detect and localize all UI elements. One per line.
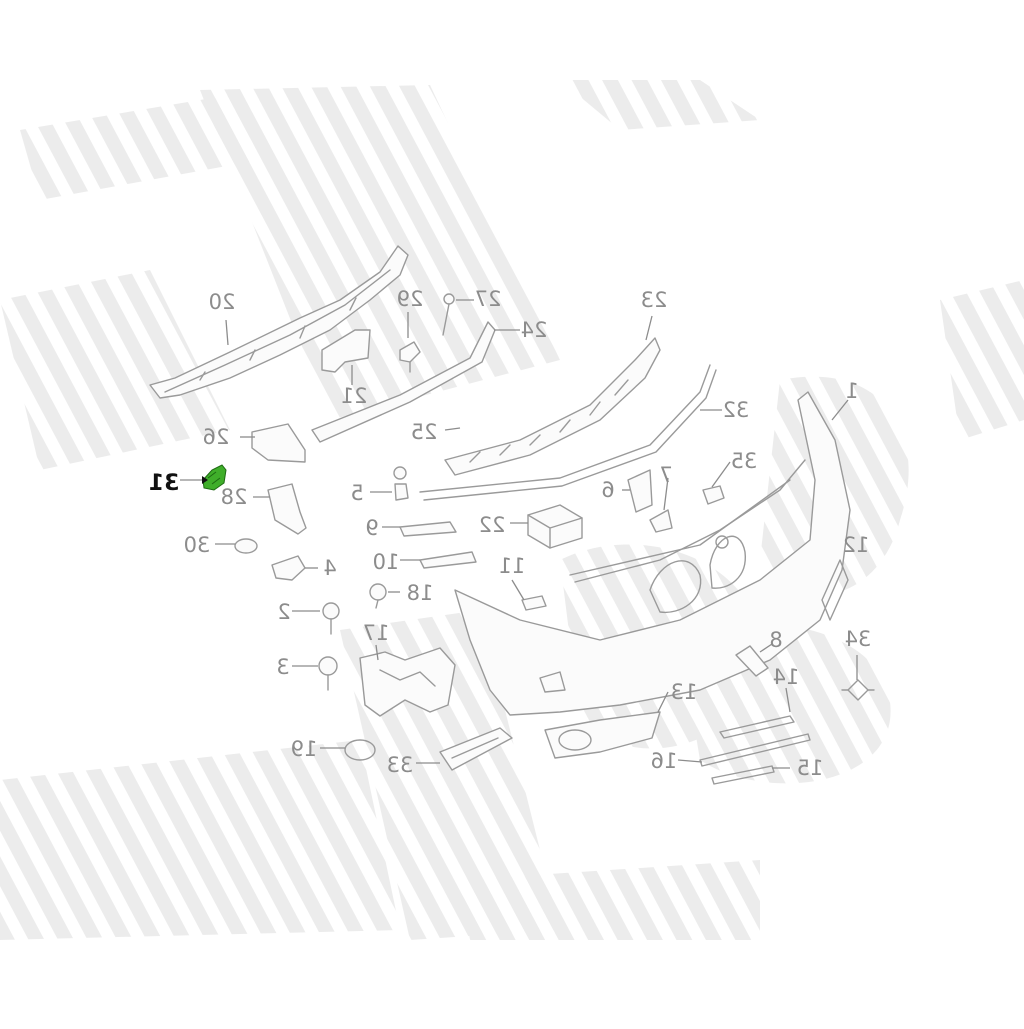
part-10-bracket [419,551,477,569]
callout-29: 29 [397,287,424,311]
part-15-trim-strip [711,765,775,785]
part-34-clip [841,679,875,701]
part-22-module [527,504,583,549]
leader-lines [180,299,858,769]
callout-8: 8 [769,628,782,652]
part-16-trim-strip [699,733,811,767]
callout-28: 28 [221,485,248,509]
callout-24: 24 [521,318,548,342]
callout-5: 5 [350,481,363,505]
callout-3: 3 [276,655,289,679]
part-14-trim-strip [719,715,795,739]
callout-labels: 20 21 29 27 24 23 32 25 26 31 28 30 4 5 … [149,287,872,780]
callout-4: 4 [323,556,336,580]
callout-22: 22 [479,513,506,537]
arrow-31-icon [202,476,208,484]
part-33-grille-insert [439,727,513,771]
callout-30: 30 [184,533,211,557]
callout-20: 20 [209,290,236,314]
callout-9: 9 [365,516,378,540]
callout-21: 21 [341,384,368,408]
part-9-bracket [399,521,457,537]
part-18-screw [369,583,387,609]
watermark [0,80,1024,940]
part-20-bumper-carrier [149,245,409,399]
part-4-holder [271,555,306,581]
arrowheads [202,476,208,484]
callout-19: 19 [291,737,318,761]
part-23-impact-absorber [444,337,661,476]
part-11-cover [521,595,547,611]
callout-31-highlighted[interactable]: 31 [149,471,180,496]
callout-25: 25 [411,420,438,444]
callout-16: 16 [651,749,678,773]
callout-35: 35 [731,449,758,473]
callout-34: 34 [845,627,872,651]
callout-32: 32 [723,398,750,422]
part-30-cap [234,538,258,554]
callout-14: 14 [773,665,800,689]
part-35-clip [702,485,725,505]
callout-10: 10 [373,550,400,574]
part-26-bracket [251,423,306,463]
callout-18: 18 [407,581,434,605]
part-32-trim-strip [419,364,717,501]
part-13-fog-lamp-grille [544,711,661,759]
callout-17: 17 [363,621,390,645]
callout-33: 33 [387,753,414,777]
callout-27: 27 [475,287,502,311]
callout-26: 26 [203,425,230,449]
callout-2: 2 [277,600,290,624]
part-31-clip-highlighted[interactable] [202,464,227,491]
part-21-bracket [321,329,371,373]
part-29-expanding-nut [399,341,421,373]
part-8-reflector [735,645,769,677]
callout-23: 23 [641,288,668,312]
part-6-bracket [627,469,653,513]
callout-12: 12 [843,533,870,557]
part-28-holder [267,483,307,535]
part-2-screw [322,602,340,635]
callout-6: 6 [601,478,614,502]
part-5-bolt [393,466,409,501]
callout-1: 1 [845,379,858,403]
callout-11: 11 [499,554,526,578]
callout-7: 7 [659,463,672,487]
part-3-screw [318,656,338,691]
part-19-seal-ring [344,739,376,761]
part-27-screw [442,293,455,336]
part-17-wheel-arch-trim [359,647,456,717]
callout-13: 13 [671,680,698,704]
part-1-bumper-cover [454,391,851,716]
part-7-bracket [649,509,673,533]
callout-15: 15 [797,756,824,780]
